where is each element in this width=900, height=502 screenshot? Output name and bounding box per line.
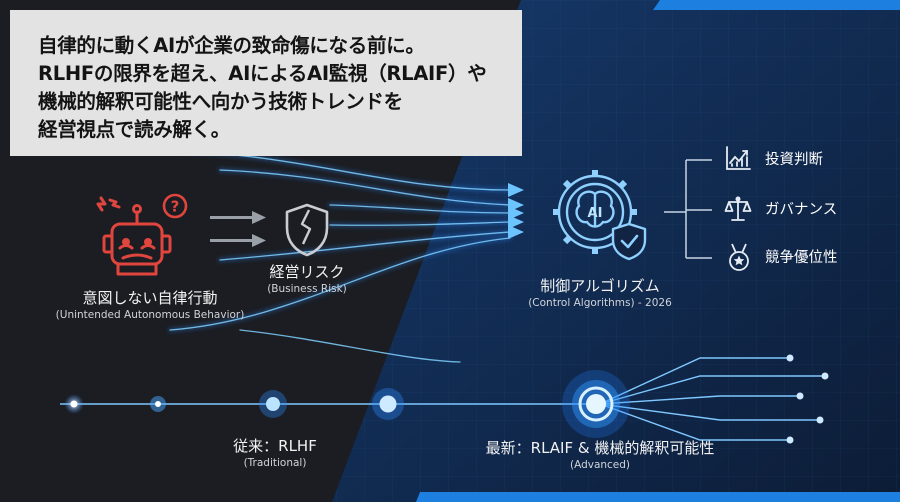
timeline-node-advanced bbox=[562, 370, 630, 438]
svg-text:AI: AI bbox=[588, 206, 603, 221]
headline-line-1: 自律的に動くAIが企業の致命傷になる前に。 bbox=[38, 34, 425, 57]
timeline-node bbox=[64, 394, 84, 414]
headline-line-4: 経営視点で読み解く。 bbox=[38, 118, 231, 141]
behavior-subtitle: (Unintended Autonomous Behavior) bbox=[55, 309, 245, 321]
control-subtitle: (Control Algorithms) - 2026 bbox=[528, 297, 672, 309]
headline-line-2: RLHFの限界を超え、AIによるAI監視（RLAIF）や bbox=[38, 62, 487, 85]
advanced-subtitle: (Advanced) bbox=[569, 459, 631, 471]
grey-arrows bbox=[210, 211, 266, 247]
headline: 自律的に動くAIが企業の致命傷になる前に。 RLHFの限界を超え、AIによるAI… bbox=[38, 32, 508, 144]
headline-box bbox=[10, 10, 522, 156]
cracked-shield-icon bbox=[285, 203, 329, 257]
behavior-title: 意図しない自律行動 bbox=[82, 289, 218, 307]
advanced-title: 最新：RLAIF & 機械的解釈可能性 bbox=[485, 439, 715, 457]
medal-icon bbox=[729, 243, 749, 271]
circuit-traces bbox=[599, 357, 825, 441]
advanced-label: 最新：RLAIF & 機械的解釈可能性 (Advanced) bbox=[455, 438, 745, 472]
output-connectors bbox=[664, 159, 712, 259]
svg-text:?: ? bbox=[171, 198, 180, 216]
behavior-label: 意図しない自律行動 (Unintended Autonomous Behavio… bbox=[30, 288, 270, 322]
headline-line-3: 機械的解釈可能性へ向かう技術トレンドを bbox=[38, 90, 403, 113]
traditional-subtitle: (Traditional) bbox=[243, 457, 307, 469]
output-advantage: 競争優位性 bbox=[765, 250, 838, 266]
chart-icon bbox=[726, 146, 751, 170]
scales-icon bbox=[724, 196, 752, 221]
output-governance: ガバナンス bbox=[765, 202, 838, 218]
risk-title: 経営リスク bbox=[269, 263, 345, 281]
risk-label: 経営リスク (Business Risk) bbox=[242, 262, 372, 296]
robot-icon: ? bbox=[96, 193, 188, 276]
control-title: 制御アルゴリズム bbox=[540, 277, 660, 295]
traditional-label: 従来：RLHF (Traditional) bbox=[195, 436, 355, 470]
control-label: 制御アルゴリズム (Control Algorithms) - 2026 bbox=[500, 276, 700, 310]
ai-gear-icon: AI bbox=[553, 170, 647, 261]
risk-subtitle: (Business Risk) bbox=[267, 283, 347, 295]
timeline-node bbox=[150, 396, 166, 412]
output-investment: 投資判断 bbox=[765, 152, 823, 168]
traditional-title: 従来：RLHF bbox=[233, 437, 317, 455]
timeline-node bbox=[259, 390, 287, 418]
timeline-node bbox=[372, 388, 404, 420]
